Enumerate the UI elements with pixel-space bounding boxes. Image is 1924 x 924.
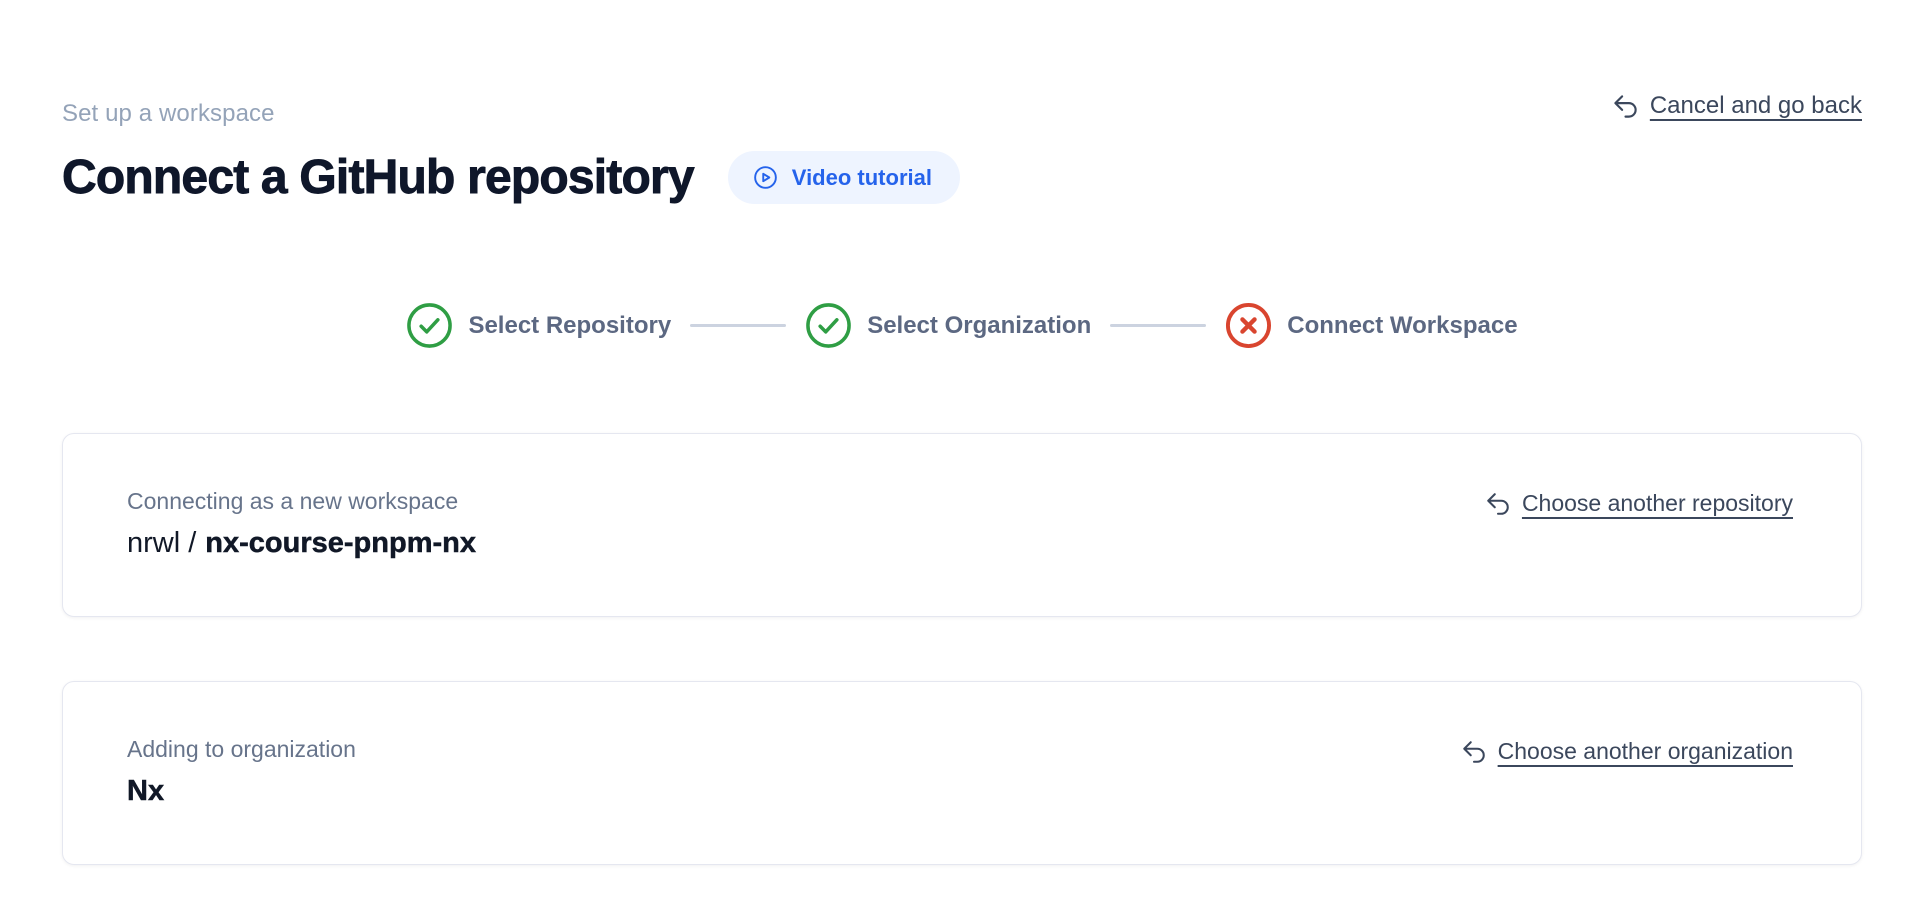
stepper-connector xyxy=(690,324,787,327)
organization-card-label: Adding to organization xyxy=(127,736,356,762)
check-circle-icon xyxy=(806,303,852,348)
page-header: Set up a workspace Connect a GitHub repo… xyxy=(62,92,1862,205)
choose-another-repository-link[interactable]: Choose another repository xyxy=(1485,490,1793,517)
cancel-and-go-back-link[interactable]: Cancel and go back xyxy=(1612,92,1862,120)
heading-block: Set up a workspace Connect a GitHub repo… xyxy=(62,92,960,205)
page-title: Connect a GitHub repository xyxy=(62,151,695,205)
step-label: Select Organization xyxy=(867,311,1092,339)
organization-card: Adding to organization Nx Choose another… xyxy=(62,681,1862,865)
choose-another-organization-link[interactable]: Choose another organization xyxy=(1461,738,1793,765)
step-connect-workspace: Connect Workspace xyxy=(1225,302,1518,349)
eyebrow-label: Set up a workspace xyxy=(62,100,275,127)
choose-another-repository-label: Choose another repository xyxy=(1521,490,1793,516)
stepper-connector xyxy=(1110,324,1207,327)
organization-info: Adding to organization Nx xyxy=(127,736,356,808)
repository-owner: nrwl / xyxy=(127,527,197,559)
cancel-and-go-back-label: Cancel and go back xyxy=(1649,92,1862,119)
step-select-repository: Select Repository xyxy=(406,302,671,349)
video-tutorial-label: Video tutorial xyxy=(791,164,932,190)
undo-arrow-icon xyxy=(1614,94,1637,118)
repository-full-name: nrwl /nx-course-pnpm-nx xyxy=(127,527,476,560)
repository-card: Connecting as a new workspace nrwl /nx-c… xyxy=(62,433,1862,617)
step-select-organization: Select Organization xyxy=(805,302,1091,349)
undo-arrow-icon xyxy=(1462,740,1485,763)
video-tutorial-button[interactable]: Video tutorial xyxy=(727,151,960,204)
x-circle-icon xyxy=(1226,302,1272,349)
step-label: Select Repository xyxy=(468,311,672,339)
organization-name: Nx xyxy=(127,775,165,808)
organization-name-row: Nx xyxy=(127,775,356,808)
repository-info: Connecting as a new workspace nrwl /nx-c… xyxy=(127,488,476,560)
repository-name: nx-course-pnpm-nx xyxy=(205,527,476,560)
choose-another-organization-label: Choose another organization xyxy=(1497,738,1793,764)
setup-stepper: Select Repository Select Organization Co… xyxy=(62,302,1862,349)
setup-workspace-page: Set up a workspace Connect a GitHub repo… xyxy=(62,92,1862,865)
play-circle-icon xyxy=(753,166,777,189)
check-circle-icon xyxy=(407,303,453,348)
repository-card-label: Connecting as a new workspace xyxy=(127,488,459,514)
undo-arrow-icon xyxy=(1487,492,1509,515)
step-label: Connect Workspace xyxy=(1287,311,1518,339)
